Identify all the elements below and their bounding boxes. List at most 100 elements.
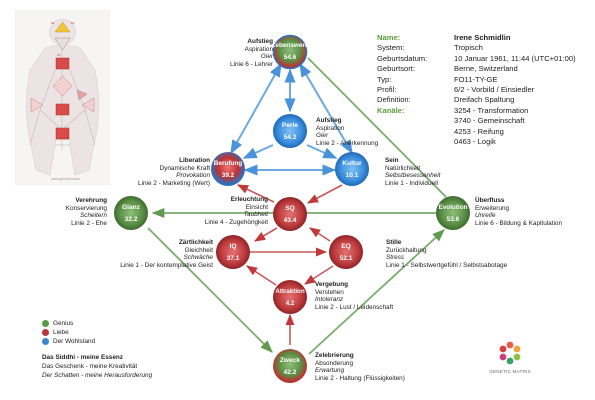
genetic-matrix-logo-text: GENETIC MATRIX <box>489 369 531 374</box>
label-gift: Zurückhaltung <box>386 246 427 254</box>
node-number: 32.2 <box>124 216 138 223</box>
profile-value: FO11-TY-GE <box>454 74 498 84</box>
label-shadow: Gier <box>316 132 329 140</box>
link-perle-berufung <box>242 144 274 159</box>
channel-item: 0463 - Logik <box>454 137 496 147</box>
node-berufung[interactable] <box>211 152 245 186</box>
node-eq[interactable] <box>329 235 363 269</box>
link-kultur-sq <box>307 184 343 204</box>
label-line: Linie 2 - Ehe <box>71 219 107 227</box>
node-number: 39.2 <box>221 172 235 179</box>
node-name: Perle <box>281 122 299 129</box>
node-name: SQ <box>285 205 295 212</box>
node-kultur[interactable] <box>335 152 369 186</box>
link-eq-attraktion <box>304 265 334 285</box>
legend-item-genius: Genius <box>42 319 95 328</box>
node-attraktion-label: Attraktion 4.2 <box>260 286 320 310</box>
link-attraktion-iq <box>246 265 277 286</box>
profile-row-name: Name: Irene Schmidlin <box>377 33 576 43</box>
profile-label: Profil: <box>377 85 397 95</box>
profile-label: System: <box>377 43 405 53</box>
label-line: Linie 2 - Anerkennung <box>316 139 379 147</box>
label-gift: Konservierung <box>65 204 107 212</box>
profile-value: Berne, Switzerland <box>454 64 518 74</box>
label-sein: Sein Natürlichkeit Selbstbesessenheit Li… <box>385 157 440 187</box>
label-liberation: Liberation Dynamische Kraft Provokation … <box>138 157 210 187</box>
profile-row: Geburtsdatum: 10 Januar 1961, 11:44 (UTC… <box>377 54 576 64</box>
link-lebenswerk-evolution <box>307 57 447 198</box>
profile-value: Irene Schmidlin <box>454 33 511 42</box>
node-glanz[interactable] <box>114 196 148 230</box>
label-title: Stille <box>386 239 402 246</box>
green-dot-icon <box>42 320 49 327</box>
svg-text:64: 64 <box>51 21 55 25</box>
node-number: 43.4 <box>283 217 297 224</box>
profile-row-channels: Kanäle: 3254 - Transformation 3740 - Gem… <box>377 106 576 148</box>
label-title: Überfluss <box>475 197 505 204</box>
label-zelebrierung: Zelebrierung Absonderung Erwartung Linie… <box>315 352 405 382</box>
profile-label: Name: <box>377 33 401 42</box>
node-lebenswerk[interactable] <box>272 34 308 70</box>
node-kultur-label: Kultur 10.1 <box>322 158 382 182</box>
label-line: Linie 2 - Haltung (Flüssigkeiten) <box>315 374 405 382</box>
node-name: IQ <box>229 243 237 250</box>
profile-label: Definition: <box>377 95 411 105</box>
label-aufstieg-perle: Aufstieg Aspiration Gier Linie 2 - Anerk… <box>316 117 378 147</box>
label-title: Aufstieg <box>247 38 273 45</box>
node-glanz-label: Glanz 32.2 <box>101 202 161 226</box>
label-aufstieg-lebenswerk: Aufstieg Aspiration Gier Linie 6 - Lehre… <box>230 38 273 68</box>
svg-text:www.geneticmatrix: www.geneticmatrix <box>51 177 80 181</box>
node-evolution-label: Evolution 53.6 <box>423 202 483 226</box>
node-name: Glanz <box>122 204 140 211</box>
label-gift: Aspiration <box>244 45 273 53</box>
channel-item: 4253 - Reifung <box>454 126 504 136</box>
label-gift: Absonderung <box>315 359 354 367</box>
label-stille: Stille Zurückhaltung Stress Linie 1 - Se… <box>386 239 507 269</box>
genetic-matrix-logo-icon <box>499 341 521 365</box>
label-erleuchtung: Erleuchtung Einsicht Taubheit Linie 4 - … <box>205 196 268 226</box>
label-line: Linie 2 - Marketing (Wert) <box>138 179 210 187</box>
legend-item-wohlstand: Der Wohlstand <box>42 337 95 346</box>
label-line: Linie 6 - Lehrer <box>230 60 273 68</box>
node-attraktion[interactable] <box>273 280 307 314</box>
link-eq-sq <box>309 227 331 242</box>
label-line: Linie 2 - Lust / Leidenschaft <box>315 303 394 311</box>
node-evolution[interactable] <box>436 196 470 230</box>
label-title: Sein <box>385 157 399 164</box>
siddhi-key: Das Siddhi - meine Essenz Das Geschenk -… <box>42 353 152 380</box>
label-shadow: Stress <box>386 254 405 262</box>
label-shadow: Provokation <box>176 172 210 180</box>
label-shadow: Gier <box>260 53 273 61</box>
link-perle-kultur <box>306 144 338 159</box>
label-line: Linie 1 - Individuell <box>385 179 438 187</box>
legend-label: Genius <box>53 320 74 327</box>
label-title: Liberation <box>179 157 210 164</box>
node-number: 54.6 <box>283 54 297 61</box>
profile-value: Tropisch <box>454 43 483 53</box>
node-name: Lebenswerk <box>271 42 309 49</box>
label-vergebung: Vergebung Verstehen Intoleranz Linie 2 -… <box>315 281 393 311</box>
node-iq[interactable] <box>216 235 250 269</box>
profile-value: Dreifach Spaltung <box>454 95 515 105</box>
profile-value: 10 Januar 1961, 11:44 (UTC+01:00) <box>454 53 576 63</box>
label-gift: Natürlichkeit <box>385 164 421 172</box>
channels-label: Kanäle: <box>377 105 405 115</box>
label-shadow: Unreife <box>475 212 496 220</box>
node-perle[interactable] <box>273 114 307 148</box>
node-sq[interactable] <box>273 197 307 231</box>
legend: Genius Liebe Der Wohlstand <box>42 319 95 346</box>
label-shadow: Intoleranz <box>315 296 344 304</box>
label-title: Zärtlichkeit <box>178 239 213 246</box>
node-sq-label: SQ 43.4 <box>260 203 320 227</box>
profile-row: Profil: 6/2 - Vorbild / Einsiedler <box>377 85 576 95</box>
label-line: Linie 1 - Selbstwertgefühl / Selbstsabot… <box>386 261 508 269</box>
label-line: Linie 4 - Zugehörigkeit <box>204 218 268 226</box>
node-number: 54.2 <box>283 134 297 141</box>
node-zweck[interactable] <box>273 349 307 383</box>
legend-label: Der Wohlstand <box>53 338 96 345</box>
node-name: Attraktion <box>275 288 305 295</box>
label-title: Erleuchtung <box>230 196 268 203</box>
label-verehrung: Verehrung Konservierung Scheitern Linie … <box>66 197 107 227</box>
channel-item: 3254 - Transformation <box>454 105 529 115</box>
